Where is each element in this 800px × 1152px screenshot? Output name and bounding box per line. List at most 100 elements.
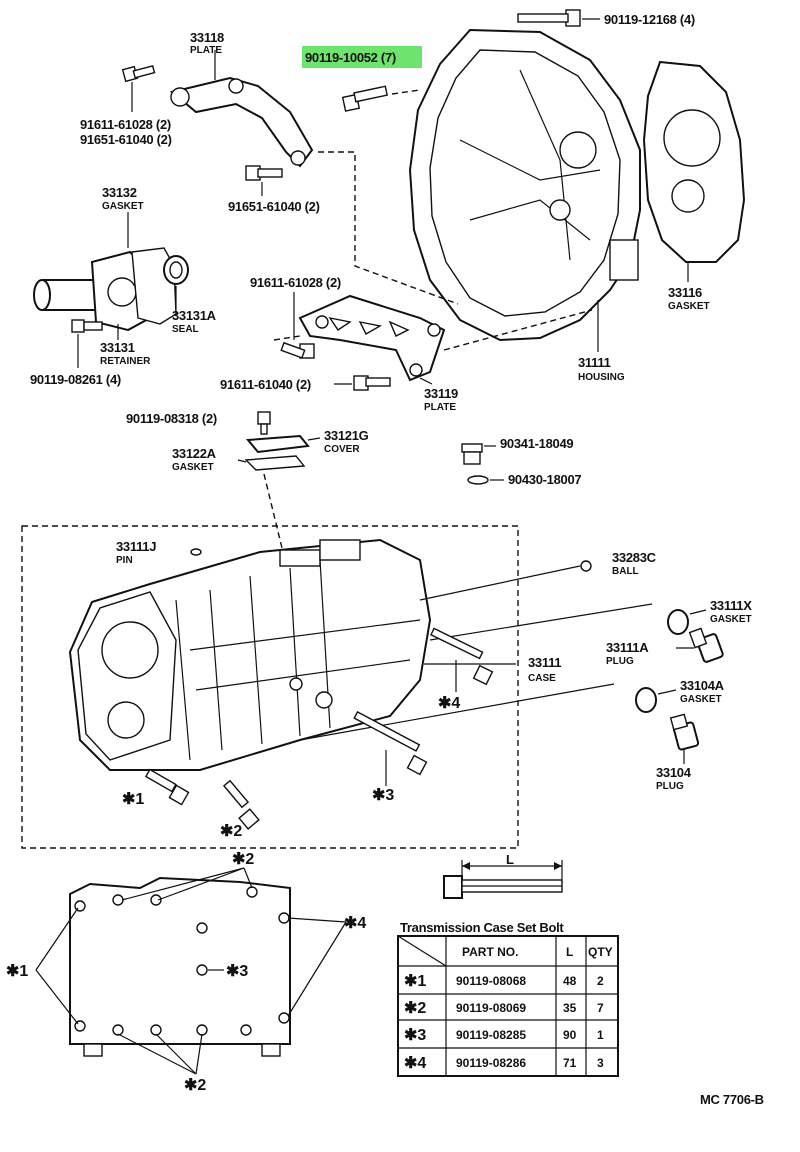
bolt-star3-part [353, 710, 428, 776]
bolt-91611-61028-b-part [280, 341, 315, 359]
plate-33118-part [169, 76, 314, 168]
cover-33121g-part [245, 434, 310, 454]
gasket-33116-number: 33116 [668, 285, 702, 300]
gasket-33116-name: GASKET [668, 301, 710, 312]
ball-33283c-name: BALL [612, 566, 639, 577]
seal-33131a-name: SEAL [172, 324, 199, 335]
bolt-table-title: Transmission Case Set Bolt [400, 920, 564, 935]
plate-33119-name: PLATE [424, 402, 456, 413]
diagram-code: MC 7706-B [700, 1092, 764, 1107]
star3-label-case: ✱3 [372, 787, 394, 804]
star4-label-plate: ✱4 [344, 915, 366, 932]
bolt-table-row1-part: 90119-08068 [456, 974, 526, 988]
bolt-length-figure [443, 860, 563, 899]
bolt-91611-61028-label: 91611-61028 (2) [80, 117, 171, 132]
star2-label-case: ✱2 [220, 823, 242, 840]
bolt-table-row1-mark: ✱1 [404, 973, 426, 990]
plug-33111a-number: 33111A [606, 640, 649, 655]
bolt-table-row3-qty: 1 [597, 1028, 604, 1042]
bolt-table-header-partno: PART NO. [462, 945, 518, 959]
plug-90341-18049-part [461, 443, 483, 465]
retainer-33131-number: 33131 [100, 340, 135, 355]
bolt-90119-08318-part [257, 411, 271, 435]
retainer-33131-name: RETAINER [100, 356, 151, 367]
bolt-90119-12168-part [517, 9, 581, 27]
bolt-table-row3-part: 90119-08285 [456, 1028, 526, 1042]
bolt-table-header-l: L [566, 945, 573, 959]
length-symbol: L [506, 852, 514, 867]
bolt-table-row4-l: 71 [563, 1056, 577, 1070]
bolt-pattern-plate [69, 876, 291, 1057]
bolt-table [397, 935, 619, 1077]
bolt-table-row3-mark: ✱3 [404, 1027, 426, 1044]
bolt-table-row2-qty: 7 [597, 1001, 604, 1015]
bolt-table-row4-part: 90119-08286 [456, 1056, 526, 1070]
gasket-33132-number: 33132 [102, 185, 137, 200]
bolt-91651-61040-center-part [245, 165, 283, 181]
bolt-90119-08261-label: 90119-08261 (4) [30, 372, 121, 387]
plate-33118-name: PLATE [190, 45, 222, 56]
gasket-33116-part [642, 60, 746, 263]
plug-33104-number: 33104 [656, 765, 692, 780]
housing-31111-part [408, 28, 641, 342]
case-33111-name: CASE [528, 673, 556, 684]
bolt-91611-61040-label: 91611-61040 (2) [220, 377, 311, 392]
plate-33119-part [298, 294, 446, 382]
pin-33111j-number: 33111J [116, 539, 156, 554]
cover-33121g-number: 33121G [324, 428, 369, 443]
gasket-90430-18007-label: 90430-18007 [508, 472, 581, 487]
bolt-table-row1-qty: 2 [597, 974, 604, 988]
bolt-90119-10052-part [341, 85, 388, 112]
housing-31111-number: 31111 [578, 355, 611, 370]
ball-33283c-part [580, 560, 592, 572]
pin-33111j-name: PIN [116, 555, 133, 566]
bolt-star2-part [222, 779, 260, 830]
star1-label-plate: ✱1 [6, 963, 28, 980]
bolt-star4-part [430, 627, 494, 686]
plug-33104-name: PLUG [656, 781, 684, 792]
gasket-33104a-part [635, 687, 657, 713]
bolt-91651-61040-label: 91651-61040 (2) [80, 132, 172, 147]
case-group-box [21, 525, 519, 849]
highlight-90119-10052 [302, 46, 422, 68]
star1-label-case: ✱1 [122, 791, 144, 808]
bolt-90119-12168-label: 90119-12168 (4) [604, 12, 695, 27]
gasket-90430-18007-part [467, 475, 489, 485]
gasket-33122a-name: GASKET [172, 462, 214, 473]
plug-90341-18049-label: 90341-18049 [500, 436, 573, 451]
bolt-91651-61040-center-label: 91651-61040 (2) [228, 199, 320, 214]
plug-33104-part [669, 713, 700, 751]
bolt-91611-61028-b-label: 91611-61028 (2) [250, 275, 341, 290]
bolt-table-row2-mark: ✱2 [404, 1000, 426, 1017]
gasket-33132-name: GASKET [102, 201, 144, 212]
bolt-90119-10052-label[interactable]: 90119-10052 (7) [305, 50, 396, 65]
star4-label-case: ✱4 [438, 695, 460, 712]
bolt-table-row1-l: 48 [563, 974, 577, 988]
gasket-33111x-name: GASKET [710, 614, 752, 625]
case-33111-number: 33111 [528, 655, 561, 670]
plate-33118-number: 33118 [190, 30, 224, 45]
bolt-table-row2-l: 35 [563, 1001, 577, 1015]
seal-33131a-part [163, 255, 189, 285]
bolt-table-header-qty: QTY [588, 945, 613, 959]
bolt-table-row4-qty: 3 [597, 1056, 604, 1070]
plug-33111a-part [688, 627, 724, 663]
housing-31111-name: HOUSING [578, 372, 625, 383]
ball-33283c-number: 33283C [612, 550, 657, 565]
pin-33111j-part [190, 548, 202, 556]
bolt-90119-08318-label: 90119-08318 (2) [126, 411, 217, 426]
bolt-table-row3-l: 90 [563, 1028, 577, 1042]
cover-33121g-name: COVER [324, 444, 360, 455]
case-33111-part [68, 538, 432, 771]
gasket-33122a-number: 33122A [172, 446, 217, 461]
plug-33111a-name: PLUG [606, 656, 634, 667]
bolt-table-row2-part: 90119-08069 [456, 1001, 526, 1015]
bolt-91611-61040-part [353, 375, 391, 391]
bolt-table-row4-mark: ✱4 [404, 1055, 426, 1072]
plate-33119-number: 33119 [424, 386, 458, 401]
bolt-90119-08261-part [71, 319, 103, 333]
bolt-star1-part [144, 768, 190, 806]
star3-label-plate: ✱3 [226, 963, 248, 980]
star2-label-bottom: ✱2 [184, 1077, 206, 1094]
